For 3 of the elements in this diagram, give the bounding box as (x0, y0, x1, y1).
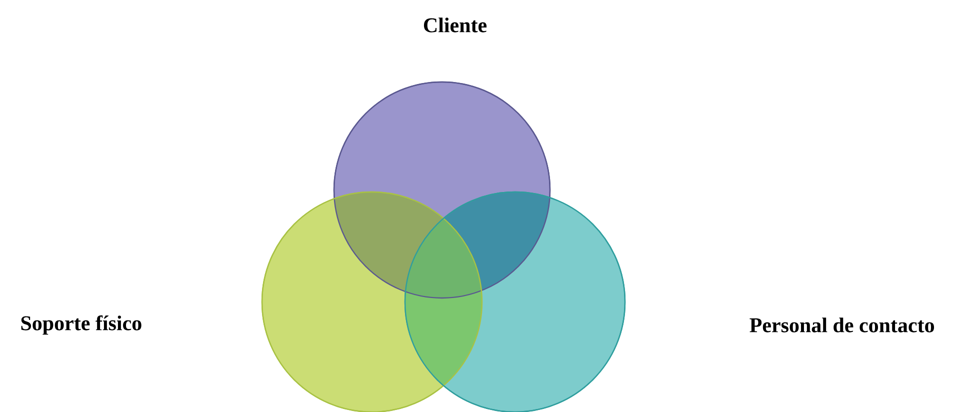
circle-label: Personal de contacto (750, 318, 934, 332)
circle-label: Soporte físico (21, 315, 142, 335)
circle-label: Cliente (424, 18, 487, 32)
